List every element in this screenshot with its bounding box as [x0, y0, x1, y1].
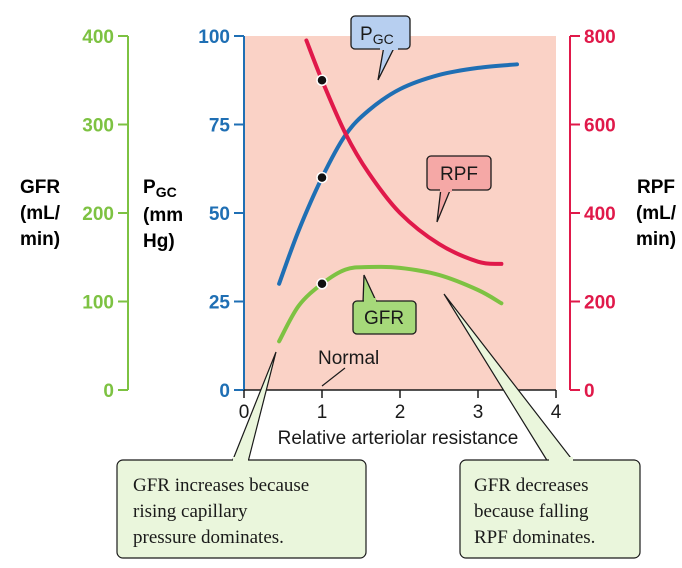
pgc-label-box: PGC	[350, 15, 411, 81]
rpf-tick-label: 800	[584, 27, 616, 48]
gfr-normal-point	[316, 278, 328, 290]
gfr-axis-label-line-2: (mL/	[20, 203, 61, 224]
x-tick-label: 4	[551, 402, 562, 423]
gfr-axis: 0 100 200 300 400	[82, 27, 129, 402]
callout-right: GFR decreases because falling RPF domina…	[443, 293, 641, 559]
gfr-tick-label: 200	[82, 204, 114, 225]
rpf-axis-label-line-2: (mL/	[636, 203, 677, 224]
callout-left-line-3: pressure dominates.	[133, 527, 284, 548]
gfr-series-label: GFR	[364, 308, 404, 329]
callout-left-line-1: GFR increases because	[133, 475, 309, 496]
normal-label: Normal	[318, 348, 379, 369]
x-tick-label: 2	[395, 402, 406, 423]
x-axis-label: Relative arteriolar resistance	[278, 428, 519, 449]
rpf-tick-label: 400	[584, 204, 616, 225]
pgc-axis-label-main: P	[143, 177, 156, 198]
pgc-tick-label: 50	[209, 204, 230, 225]
pgc-tick-label: 0	[219, 381, 230, 402]
series-layer	[277, 38, 519, 344]
callout-right-line-1: GFR decreases	[474, 475, 589, 496]
gfr-tick-label: 300	[82, 116, 114, 137]
gfr-tick-label: 100	[82, 293, 114, 314]
pgc-series-label: PGC	[360, 24, 394, 47]
rpf-tick-label: 0	[584, 381, 595, 402]
gfr-label-box: GFR	[352, 274, 417, 335]
x-tick-label: 3	[473, 402, 484, 423]
pgc-axis: 0 25 50 75 100	[198, 27, 245, 402]
pgc-axis-label-line-3: Hg)	[143, 231, 175, 252]
pgc-tick-label: 75	[209, 116, 231, 137]
gfr-axis-label-line-3: min)	[20, 229, 60, 250]
rpf-axis-label-line-1: RPF	[637, 177, 675, 198]
gfr-axis-label-line-1: GFR	[20, 177, 60, 198]
rpf-series-label: RPF	[440, 164, 478, 185]
pgc-axis-label-sub: GC	[156, 184, 177, 200]
x-tick-label: 1	[317, 402, 328, 423]
rpf-tick-label: 200	[584, 293, 616, 314]
rpf-normal-point	[316, 74, 328, 86]
gfr-tick-label: 400	[82, 27, 114, 48]
callout-right-line-2: because falling	[474, 501, 589, 522]
pgc-axis-label-line-2: (mm	[143, 205, 183, 226]
gfr-series-line	[277, 264, 504, 344]
normal-leader-line	[321, 367, 346, 387]
pgc-normal-point	[316, 171, 328, 184]
rpf-label-box: RPF	[426, 155, 492, 223]
gfr-tick-label: 0	[103, 381, 114, 402]
rpf-axis-label-line-3: min)	[636, 229, 676, 250]
rpf-tick-label: 600	[584, 116, 616, 137]
pgc-series-line	[277, 62, 519, 286]
callout-right-line-3: RPF dominates.	[474, 527, 595, 548]
pgc-tick-label: 100	[198, 27, 230, 48]
callout-left: GFR increases because rising capillary p…	[116, 351, 367, 559]
rpf-axis: 0 200 400 600 800	[569, 27, 616, 402]
pgc-tick-label: 25	[209, 293, 231, 314]
pgc-axis-label-line-1: PGC	[143, 177, 177, 200]
x-tick-label: 0	[239, 402, 250, 423]
callout-left-line-2: rising capillary	[133, 501, 248, 522]
